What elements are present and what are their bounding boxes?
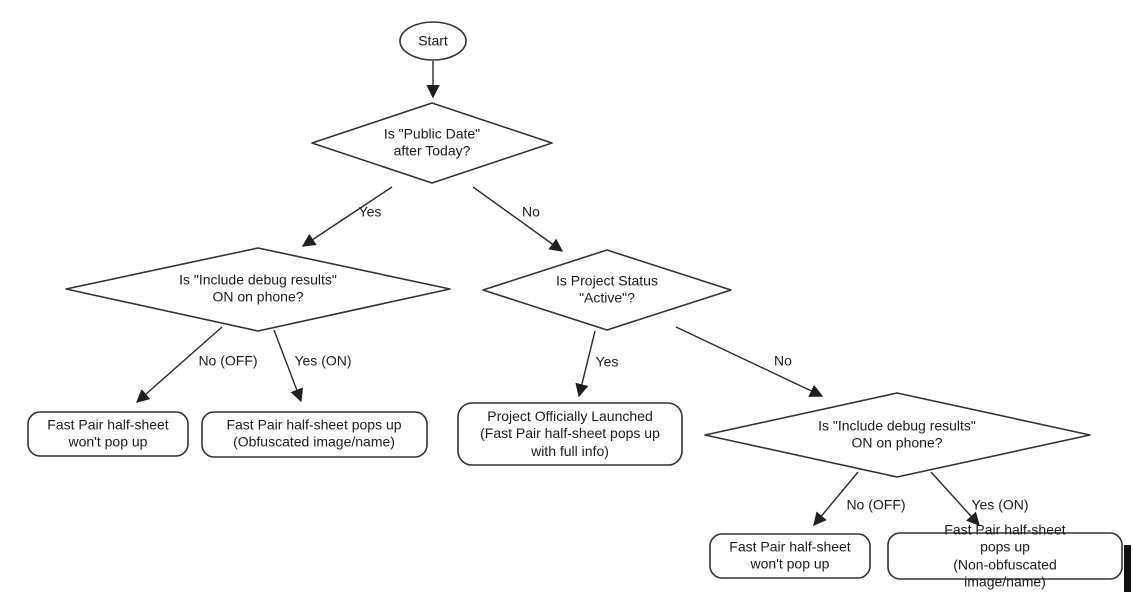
- decision-debug-right-shape: [704, 392, 1091, 478]
- edge-debug-right-no-off: [813, 471, 859, 527]
- edge-debug-right-yes-on: [930, 471, 980, 526]
- start-node-shape: [399, 21, 467, 61]
- edge-project-status-yes: [575, 330, 596, 398]
- edge-public-date-no: [472, 186, 564, 252]
- text-cursor-bar: [1124, 545, 1131, 592]
- edge-debug-left-no-off: [136, 326, 223, 403]
- result-non-obfuscated-shape: [887, 532, 1123, 580]
- decision-public-date-shape: [311, 102, 553, 184]
- decision-debug-left-shape: [65, 247, 451, 332]
- result-obfuscated-shape: [201, 411, 428, 458]
- edge-public-date-yes: [301, 186, 393, 247]
- decision-project-status-shape: [482, 249, 732, 331]
- result-no-popup-right-shape: [709, 533, 871, 579]
- result-launched-shape: [457, 402, 683, 466]
- edge-project-status-no: [675, 326, 824, 397]
- edge-debug-left-yes-on: [273, 329, 303, 403]
- result-no-popup-left-shape: [27, 411, 189, 457]
